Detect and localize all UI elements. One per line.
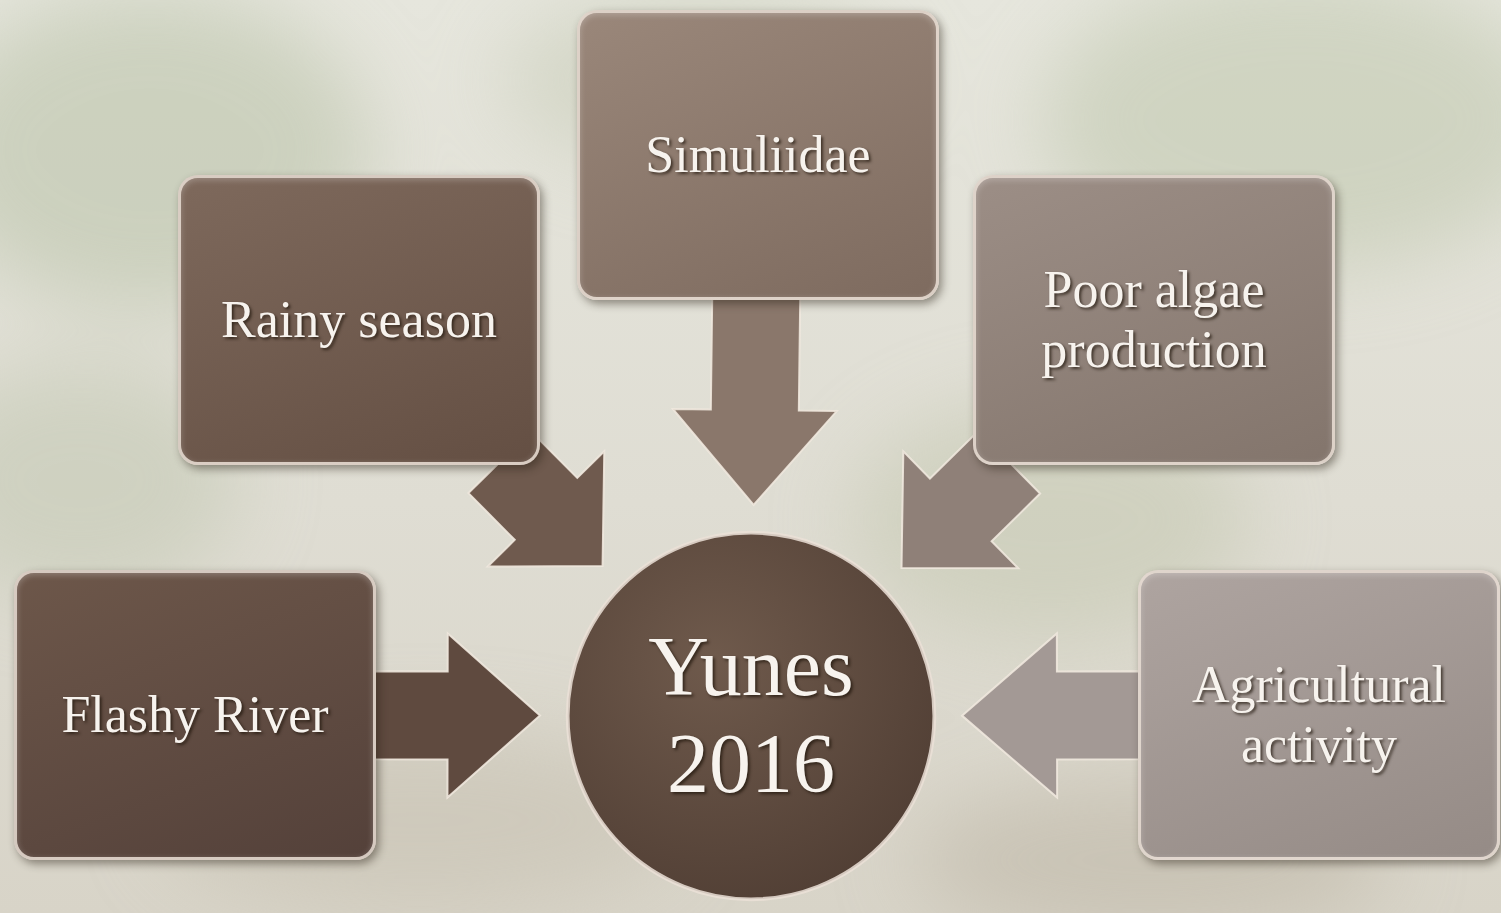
center-label: Yunes 2016: [601, 619, 901, 812]
factor-box: Flashy River: [14, 570, 376, 860]
circle-shape: [568, 533, 935, 900]
factor-label: Rainy season: [207, 290, 511, 350]
block-arrow: [673, 295, 837, 505]
factor-box: Poor algae production: [973, 175, 1335, 465]
factor-box: Agricultural activity: [1138, 570, 1500, 860]
block-arrow: [962, 633, 1142, 797]
factor-box: Simuliidae: [577, 10, 939, 300]
factor-box: Rainy season: [178, 175, 540, 465]
factor-label: Agricultural activity: [1148, 655, 1490, 775]
factor-label: Simuliidae: [631, 125, 884, 185]
block-arrow: [372, 633, 540, 797]
central-circle: Yunes 2016: [562, 527, 940, 905]
circle-outline: [562, 527, 940, 905]
factor-label: Flashy River: [47, 685, 342, 745]
factor-label: Poor algae production: [983, 260, 1325, 380]
